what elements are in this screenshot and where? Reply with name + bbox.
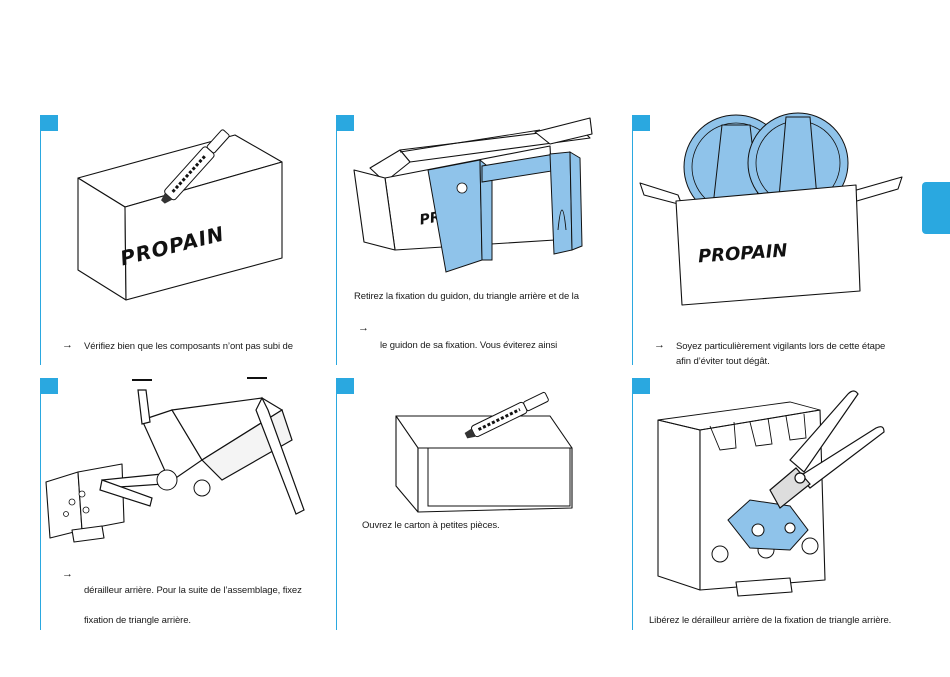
- step-badge-4: [40, 378, 58, 394]
- panel-6-text: Libérez le dérailleur arrière de la fixa…: [649, 615, 892, 626]
- panel-5-rule: [336, 378, 337, 630]
- panel-2-arrow: →: [358, 322, 369, 334]
- panel-4-text-2: fixation de triangle arrière.: [84, 615, 191, 626]
- panel-1-text: Vérifiez bien que les composants n’ont p…: [84, 341, 293, 352]
- panel-3-text-2: afin d’éviter tout dégât.: [676, 356, 770, 367]
- panel-1-rule: [40, 115, 41, 365]
- illustration-open-box-fixtures: PROPAIN: [353, 117, 593, 273]
- panel-3-rule: [632, 115, 633, 365]
- panel-4-arrow: →: [62, 568, 73, 580]
- panel-6-rule: [632, 378, 633, 630]
- panel-1-arrow: →: [62, 339, 73, 351]
- panel-4-rule: [40, 378, 41, 630]
- panel-3-arrow: →: [654, 339, 665, 351]
- illustration-box-wheels: PROPAIN: [639, 112, 903, 306]
- derailleur-icon: [63, 490, 90, 517]
- pliers-icon: [769, 390, 885, 509]
- derailleur-part-icon: [727, 499, 809, 551]
- panel-2-text-1: Retirez la fixation du guidon, du triang…: [354, 291, 579, 302]
- step-badge-1: [40, 115, 58, 131]
- illustration-bike-frame: [45, 377, 305, 543]
- panel-2-text-2: le guidon de sa fixation. Vous éviterez …: [380, 340, 558, 351]
- step-badge-3: [632, 115, 650, 131]
- panel-2-rule: [336, 115, 337, 365]
- section-tab[interactable]: [922, 182, 950, 234]
- illustration-box-cutter: PROPAIN: [77, 129, 283, 301]
- fixture-post-right: [549, 151, 573, 255]
- illustration-pliers-derailleur: [657, 390, 885, 597]
- panel-4-text-1: dérailleur arrière. Pour la suite de l’a…: [84, 585, 302, 596]
- step-badge-2: [336, 115, 354, 131]
- panel-5-text: Ouvrez le carton à petites pièces.: [362, 520, 500, 531]
- panel-3-text-1: Soyez particulièrement vigilants lors de…: [676, 341, 886, 352]
- step-badge-6: [632, 378, 650, 394]
- fixture-plate-left: [427, 159, 483, 273]
- illustration-small-parts-box: [395, 391, 573, 513]
- step-badge-5: [336, 378, 354, 394]
